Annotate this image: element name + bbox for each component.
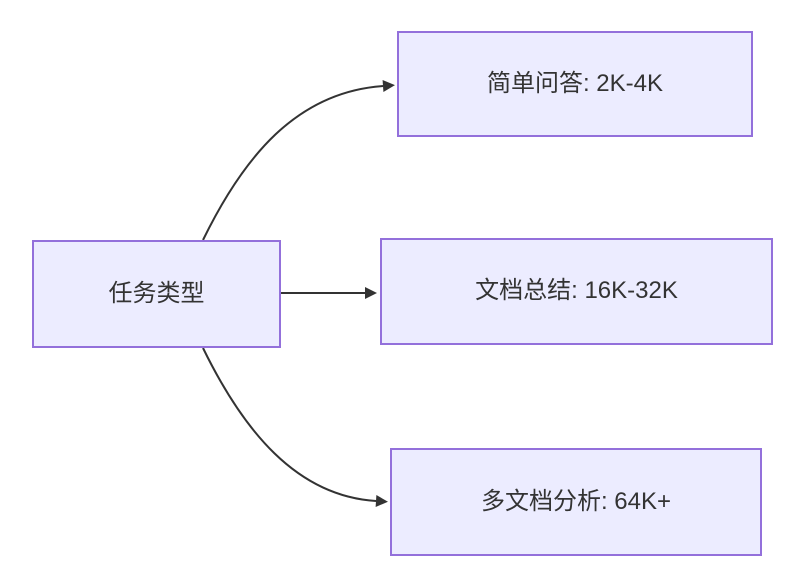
node-simple-qa-label: 简单问答: 2K-4K	[486, 69, 664, 97]
node-multi-doc: 多文档分析: 64K+	[390, 448, 762, 556]
edge-root-to-multi-doc	[202, 347, 388, 507]
node-task-type-label: 任务类型	[108, 279, 205, 307]
node-multi-doc-label: 多文档分析: 64K+	[480, 487, 672, 515]
edge-root-to-simple-qa	[202, 80, 395, 241]
node-task-type: 任务类型	[32, 240, 281, 348]
node-simple-qa: 简单问答: 2K-4K	[397, 31, 753, 137]
node-doc-summary: 文档总结: 16K-32K	[380, 238, 773, 345]
node-doc-summary-label: 文档总结: 16K-32K	[475, 277, 678, 305]
